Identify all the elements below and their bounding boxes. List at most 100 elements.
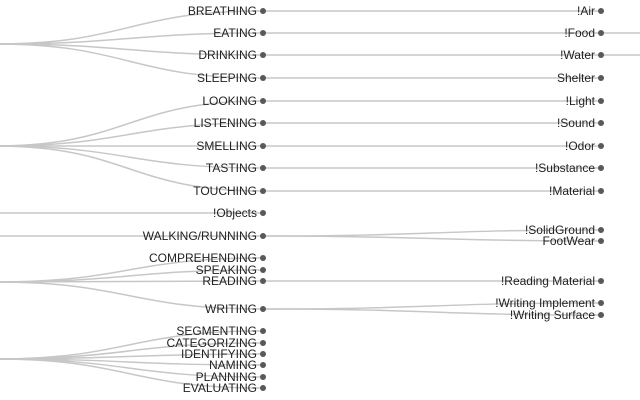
node-dot (260, 30, 266, 36)
node-dot (260, 306, 266, 312)
node-dot (598, 278, 604, 284)
node-food: !Food (564, 26, 604, 40)
node-label: !Objects (213, 206, 257, 220)
node-label: WRITING (205, 302, 257, 316)
node-dot (598, 120, 604, 126)
node-label: SLEEPING (197, 71, 257, 85)
node-reading-material: !Reading Material (501, 274, 604, 288)
node-dot (598, 75, 604, 81)
node-dot (260, 351, 266, 357)
node-listening: LISTENING (194, 116, 266, 130)
node-segmenting: SEGMENTING (176, 324, 266, 338)
node-dot (598, 8, 604, 14)
link-looking (0, 100, 264, 147)
link-drinking (0, 43, 264, 56)
node-dot (598, 98, 604, 104)
node-dot (260, 143, 266, 149)
node-looking: LOOKING (202, 94, 266, 108)
node-label: SEGMENTING (176, 324, 257, 338)
node-label: LISTENING (194, 116, 257, 130)
node-label: !Material (549, 184, 595, 198)
node-dot (598, 165, 604, 171)
node-dot (598, 300, 604, 306)
node-walking-running: WALKING/RUNNING (143, 229, 266, 243)
node-speaking: SPEAKING (196, 263, 266, 277)
node-dot (260, 267, 266, 273)
link-touching (0, 145, 264, 192)
nodes-layer: BREATHING EATING DRINKING SLEEPING LOOKING LI… (143, 4, 604, 395)
node-label: !Air (577, 4, 595, 18)
node-writing-implement: !Writing Implement (495, 296, 604, 310)
node-label: CATEGORIZING (167, 336, 257, 350)
node-dot (598, 312, 604, 318)
node-label: EATING (213, 26, 257, 40)
node-label: SMELLING (196, 139, 257, 153)
node-label: !Odor (565, 139, 595, 153)
node-label: WALKING/RUNNING (143, 229, 257, 243)
node-label: !Reading Material (501, 274, 595, 288)
link-evaluating (0, 358, 264, 389)
node-label: DRINKING (198, 48, 257, 62)
node-label: BREATHING (188, 4, 257, 18)
node-label: LOOKING (202, 94, 257, 108)
node-writing-surface: !Writing Surface (510, 308, 604, 322)
node-dot (598, 30, 604, 36)
node-comprehending: COMPREHENDING (149, 251, 266, 265)
node-dot (598, 227, 604, 233)
node-evaluating: EVALUATING (183, 381, 266, 395)
node-objects: !Objects (213, 206, 266, 220)
node-dot (260, 165, 266, 171)
node-material: !Material (549, 184, 604, 198)
node-water: !Water (560, 48, 604, 62)
node-dot (260, 385, 266, 391)
node-sound: !Sound (557, 116, 604, 130)
node-reading: READING (202, 274, 266, 288)
node-odor: !Odor (565, 139, 604, 153)
node-label: !Sound (557, 116, 595, 130)
node-dot (260, 8, 266, 14)
node-label: !Writing Surface (510, 308, 595, 322)
node-footwear: FootWear (543, 234, 604, 248)
node-dot (598, 188, 604, 194)
node-identifying: IDENTIFYING (181, 347, 266, 361)
node-dot (260, 362, 266, 368)
node-dot (260, 210, 266, 216)
node-label: IDENTIFYING (181, 347, 257, 361)
node-label: Shelter (557, 71, 595, 85)
node-sleeping: SLEEPING (197, 71, 266, 85)
node-substance: !Substance (535, 161, 604, 175)
node-dot (260, 340, 266, 346)
node-label: PLANNING (196, 370, 257, 384)
link-breathing (0, 10, 264, 45)
node-label: READING (202, 274, 257, 288)
node-label: COMPREHENDING (149, 251, 257, 265)
link-reading (0, 280, 264, 283)
node-label: SPEAKING (196, 263, 257, 277)
node-shelter: Shelter (557, 71, 604, 85)
node-label: TASTING (206, 161, 257, 175)
node-dot (260, 328, 266, 334)
node-label: NAMING (209, 358, 257, 372)
node-eating: EATING (213, 26, 266, 40)
link-listening (0, 122, 264, 147)
node-dot (260, 374, 266, 380)
node-planning: PLANNING (196, 370, 266, 384)
node-label: !Food (564, 26, 595, 40)
node-dot (598, 143, 604, 149)
node-dot (260, 188, 266, 194)
node-dot (260, 255, 266, 261)
node-naming: NAMING (209, 358, 266, 372)
link-writing (0, 281, 264, 310)
node-smelling: SMELLING (196, 139, 266, 153)
node-dot (598, 52, 604, 58)
node-dot (260, 233, 266, 239)
node-touching: TOUCHING (193, 184, 266, 198)
node-label: !SolidGround (525, 223, 595, 237)
node-label: TOUCHING (193, 184, 257, 198)
node-tasting: TASTING (206, 161, 266, 175)
node-air: !Air (577, 4, 604, 18)
node-drinking: DRINKING (198, 48, 266, 62)
node-writing: WRITING (205, 302, 266, 316)
link-writing-writing-surface (262, 308, 602, 316)
